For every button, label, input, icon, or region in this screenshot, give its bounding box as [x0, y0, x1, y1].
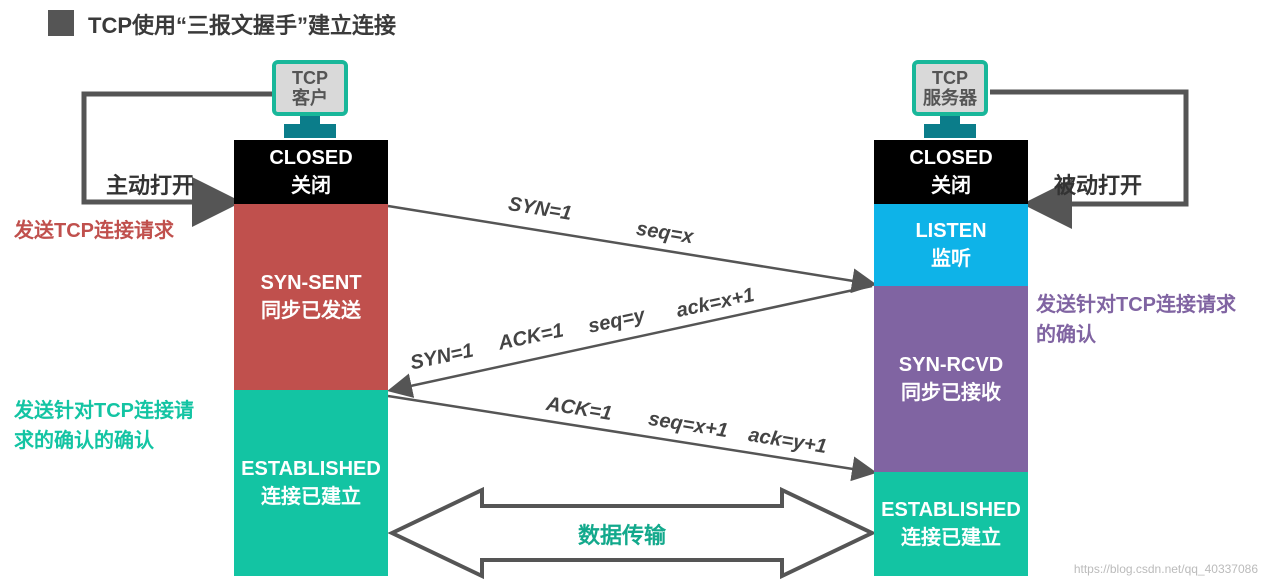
- diagram-title: TCP使用“三报文握手”建立连接: [88, 13, 397, 38]
- client-monitor-base: [284, 124, 336, 138]
- server-monitor-neck: [940, 116, 960, 124]
- client-state-syn-sent: SYN-SENT 同步已发送: [234, 204, 388, 390]
- title-bullet-square: [48, 10, 74, 36]
- ack-arrow: [387, 394, 877, 482]
- state-zh: 关闭: [931, 175, 971, 197]
- state-zh: 连接已建立: [901, 527, 1001, 549]
- server-label-line2: 服务器: [923, 88, 977, 108]
- server-state-syn-rcvd: SYN-RCVD 同步已接收: [874, 286, 1028, 472]
- note-client-confirm-line1: 发送针对TCP连接请: [14, 400, 194, 422]
- server-passive-open-label: 被动打开: [1054, 173, 1143, 198]
- state-en: CLOSED: [909, 147, 993, 169]
- server-state-closed: CLOSED 关闭: [874, 140, 1028, 204]
- state-en: CLOSED: [269, 147, 353, 169]
- client-state-established: ESTABLISHED 连接已建立: [234, 390, 388, 576]
- client-active-open-label: 主动打开: [106, 173, 195, 198]
- state-zh: 同步已接收: [901, 382, 1001, 404]
- syn-arrow: [387, 204, 877, 294]
- watermark-url: https://blog.csdn.net/qq_40337086: [1073, 562, 1258, 576]
- client-computer-icon: TCP 客户: [272, 60, 348, 116]
- server-monitor-base: [924, 124, 976, 138]
- server-computer-icon: TCP 服务器: [912, 60, 988, 116]
- state-zh: 同步已发送: [261, 300, 361, 322]
- state-en: ESTABLISHED: [241, 458, 381, 480]
- state-en: SYN-SENT: [260, 272, 362, 294]
- state-zh: 连接已建立: [261, 486, 361, 508]
- note-client-confirm-line2: 求的确认的确认: [14, 430, 154, 452]
- note-send-request: 发送TCP连接请求: [14, 220, 174, 242]
- state-en: SYN-RCVD: [898, 354, 1004, 376]
- data-transfer-arrow: [387, 486, 877, 580]
- note-server-confirm-line1: 发送针对TCP连接请求: [1036, 294, 1236, 316]
- state-zh: 关闭: [291, 175, 331, 197]
- client-state-closed: CLOSED 关闭: [234, 140, 388, 204]
- data-transfer-label: 数据传输: [578, 523, 667, 548]
- client-label-line1: TCP: [292, 68, 328, 88]
- syn-ack-arrow: [387, 284, 873, 398]
- state-zh: 监听: [931, 248, 971, 270]
- state-en: LISTEN: [915, 220, 987, 242]
- server-state-established: ESTABLISHED 连接已建立: [874, 472, 1028, 576]
- server-label-line1: TCP: [932, 68, 968, 88]
- note-server-confirm: 发送针对TCP连接请求 的确认: [1036, 290, 1236, 350]
- note-client-confirm: 发送针对TCP连接请 求的确认的确认: [14, 396, 194, 456]
- note-server-confirm-line2: 的确认: [1036, 324, 1096, 346]
- client-open-line: [81, 91, 272, 227]
- server-open-line: [990, 89, 1189, 229]
- server-state-listen: LISTEN 监听: [874, 204, 1028, 286]
- state-en: ESTABLISHED: [881, 499, 1021, 521]
- client-label-line2: 客户: [292, 88, 328, 108]
- client-monitor-neck: [300, 116, 320, 124]
